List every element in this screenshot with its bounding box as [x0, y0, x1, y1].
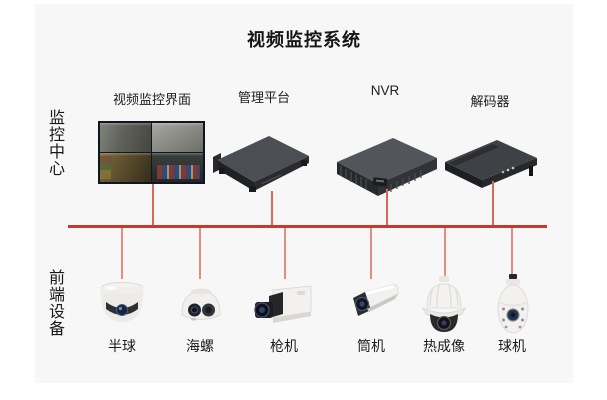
bullet-camera-icon — [353, 284, 399, 316]
device-label-decoder: 解码器 — [470, 94, 510, 109]
monitor-wall-icon — [98, 121, 205, 184]
section-label-front-end: 前端设备 — [48, 270, 65, 338]
branch-line-decoder — [492, 181, 494, 225]
branch-line-nvr — [386, 189, 388, 225]
device-label-nvr: NVR — [370, 83, 400, 98]
cctv-feed-bottom-left — [100, 153, 151, 182]
section-label-monitoring-center: 监控中心 — [48, 110, 65, 178]
camera-label-dome: 半球 — [108, 338, 136, 354]
device-label-monitor-ui: 视频监控界面 — [112, 92, 191, 107]
branch-line-box — [284, 228, 286, 279]
camera-label-ptz: 球机 — [498, 338, 526, 354]
network-bus-line — [68, 225, 547, 228]
diagram-title: 视频监控系统 — [247, 30, 361, 50]
branch-line-turret — [199, 228, 201, 279]
diagram-panel: 视频监控系统 监控中心 前端设备 视频监控界面 管理平台 NVR 解码器 — [35, 4, 573, 383]
branch-line-dome — [121, 228, 123, 279]
branch-line-thermal — [444, 228, 446, 276]
nvr-icon — [337, 138, 437, 196]
camera-label-turret: 海螺 — [186, 338, 214, 354]
camera-label-bullet: 筒机 — [357, 338, 385, 354]
ptz-camera-icon — [497, 274, 529, 334]
turret-camera-icon — [181, 288, 221, 321]
branch-line-ptz — [511, 228, 513, 274]
cctv-feed-bottom-right — [152, 153, 203, 182]
box-camera-icon — [254, 285, 312, 323]
cctv-feed-top-left — [100, 123, 151, 152]
branch-line-bullet — [370, 228, 372, 279]
server-icon — [213, 136, 309, 192]
dome-camera-icon — [100, 282, 144, 322]
device-label-management-platform: 管理平台 — [237, 90, 290, 105]
branch-line-monitor — [152, 184, 154, 225]
decoder-icon — [445, 140, 537, 188]
cctv-feed-top-right — [152, 123, 203, 152]
thermal-camera-icon — [421, 276, 467, 332]
camera-label-box: 枪机 — [270, 338, 298, 354]
branch-line-server — [271, 191, 273, 225]
camera-label-thermal: 热成像 — [423, 338, 465, 354]
